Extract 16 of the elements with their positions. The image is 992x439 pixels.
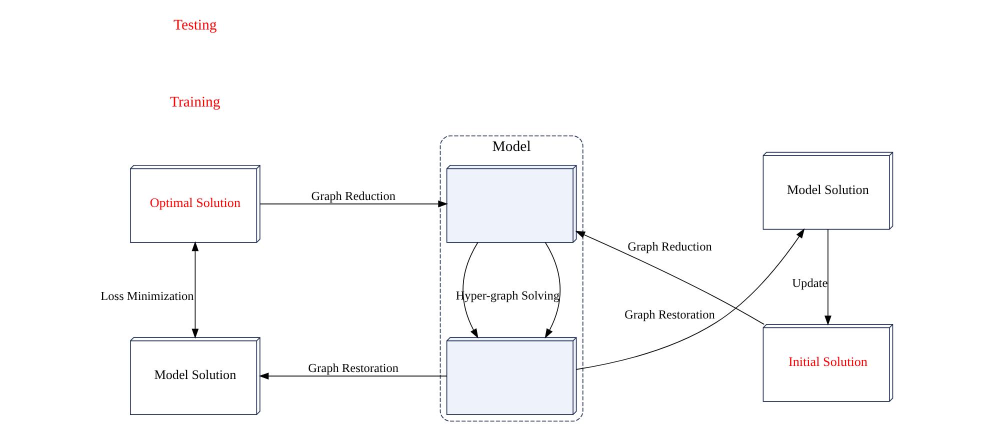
arrow [576,228,805,370]
arrow [575,230,765,325]
label: Training [170,94,220,111]
arrow [192,241,199,339]
arrow [258,372,448,380]
label: Testing [174,18,217,34]
edge-label: Graph Reduction [311,188,396,203]
edge-label: Loss Minimization [100,289,194,304]
arrow [824,228,832,326]
edge-label: Graph Reduction [628,240,712,254]
arrow [260,200,448,208]
arrow [462,242,478,338]
edge-label: Graph Restoration [308,360,399,375]
edge-label: Graph Restoration [624,308,715,322]
arrow [544,242,560,338]
edge-label: Update [792,276,828,290]
